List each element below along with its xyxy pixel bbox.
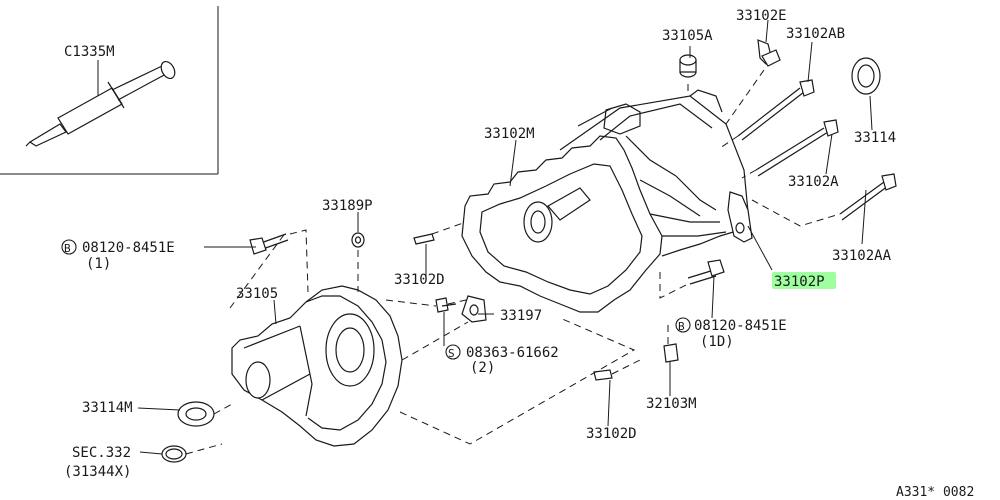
bolt-33102a <box>755 119 839 177</box>
bolt-symbol-right <box>675 317 691 333</box>
dowel-33102d-top <box>413 233 435 245</box>
label-33102a[interactable]: 33102A <box>788 174 839 190</box>
label-33102p[interactable]: 33102P <box>774 274 825 290</box>
bracket-33102p <box>727 191 753 243</box>
label-bolt-right-qty: (1D) <box>700 334 734 350</box>
grease-syringe-icon <box>25 60 176 147</box>
label-33102ab[interactable]: 33102AB <box>786 26 845 42</box>
plug-32103m <box>663 343 679 363</box>
label-33105[interactable]: 33105 <box>236 286 278 302</box>
bolt-right-08120 <box>687 259 725 285</box>
label-33102e[interactable]: 33102E <box>736 8 787 24</box>
snap-ring-sec332 <box>161 445 187 463</box>
assembly-dashed-lines <box>185 69 841 455</box>
bolt-symbol-right-letter: B <box>678 320 685 333</box>
label-bolt-left-qty: (1) <box>86 256 111 272</box>
inset-box <box>0 6 219 175</box>
label-33197[interactable]: 33197 <box>500 308 542 324</box>
label-33102aa[interactable]: 33102AA <box>832 248 892 264</box>
label-bolt-left-number[interactable]: 08120-8451E <box>82 240 175 256</box>
main-case-33102m <box>461 89 749 313</box>
oil-seal-33114 <box>851 57 881 95</box>
label-33189p[interactable]: 33189P <box>322 198 373 214</box>
washer-33189p <box>351 232 365 248</box>
plug-33105a <box>679 54 697 78</box>
screw-symbol <box>445 344 461 360</box>
breather-33102e <box>757 39 781 67</box>
bolt-33102ab <box>737 79 815 141</box>
label-33114[interactable]: 33114 <box>854 130 896 146</box>
bolt-33102aa <box>839 173 897 221</box>
screw-08363 <box>435 297 457 313</box>
bolt-symbol-left <box>61 239 77 255</box>
label-sec332-ref: (31344X) <box>64 464 131 480</box>
label-c1335m: C1335M <box>64 44 115 60</box>
oil-seal-33114m <box>177 401 215 427</box>
label-33102d-top[interactable]: 33102D <box>394 272 445 288</box>
label-screw-qty: (2) <box>470 360 495 376</box>
leader-lines <box>137 19 873 455</box>
dowel-33102d-bottom <box>593 369 613 381</box>
adapter-case-33105 <box>231 285 403 447</box>
label-33114m[interactable]: 33114M <box>82 400 133 416</box>
bolt-symbol-left-letter: B <box>64 242 71 255</box>
highlight-33102p <box>772 272 836 289</box>
label-bolt-right-number[interactable]: 08120-8451E <box>694 318 787 334</box>
diagram-code: A331* 0082 <box>896 485 974 500</box>
label-screw-number[interactable]: 08363-61662 <box>466 345 559 361</box>
label-32103m[interactable]: 32103M <box>646 396 697 412</box>
label-33102m[interactable]: 33102M <box>484 126 535 142</box>
label-33105a[interactable]: 33105A <box>662 28 713 44</box>
bolt-left-08120 <box>249 233 289 255</box>
label-33102d-bottom[interactable]: 33102D <box>586 426 637 442</box>
label-sec332[interactable]: SEC.332 <box>72 445 131 461</box>
cover-33197 <box>461 295 487 323</box>
screw-symbol-letter: S <box>448 347 455 360</box>
